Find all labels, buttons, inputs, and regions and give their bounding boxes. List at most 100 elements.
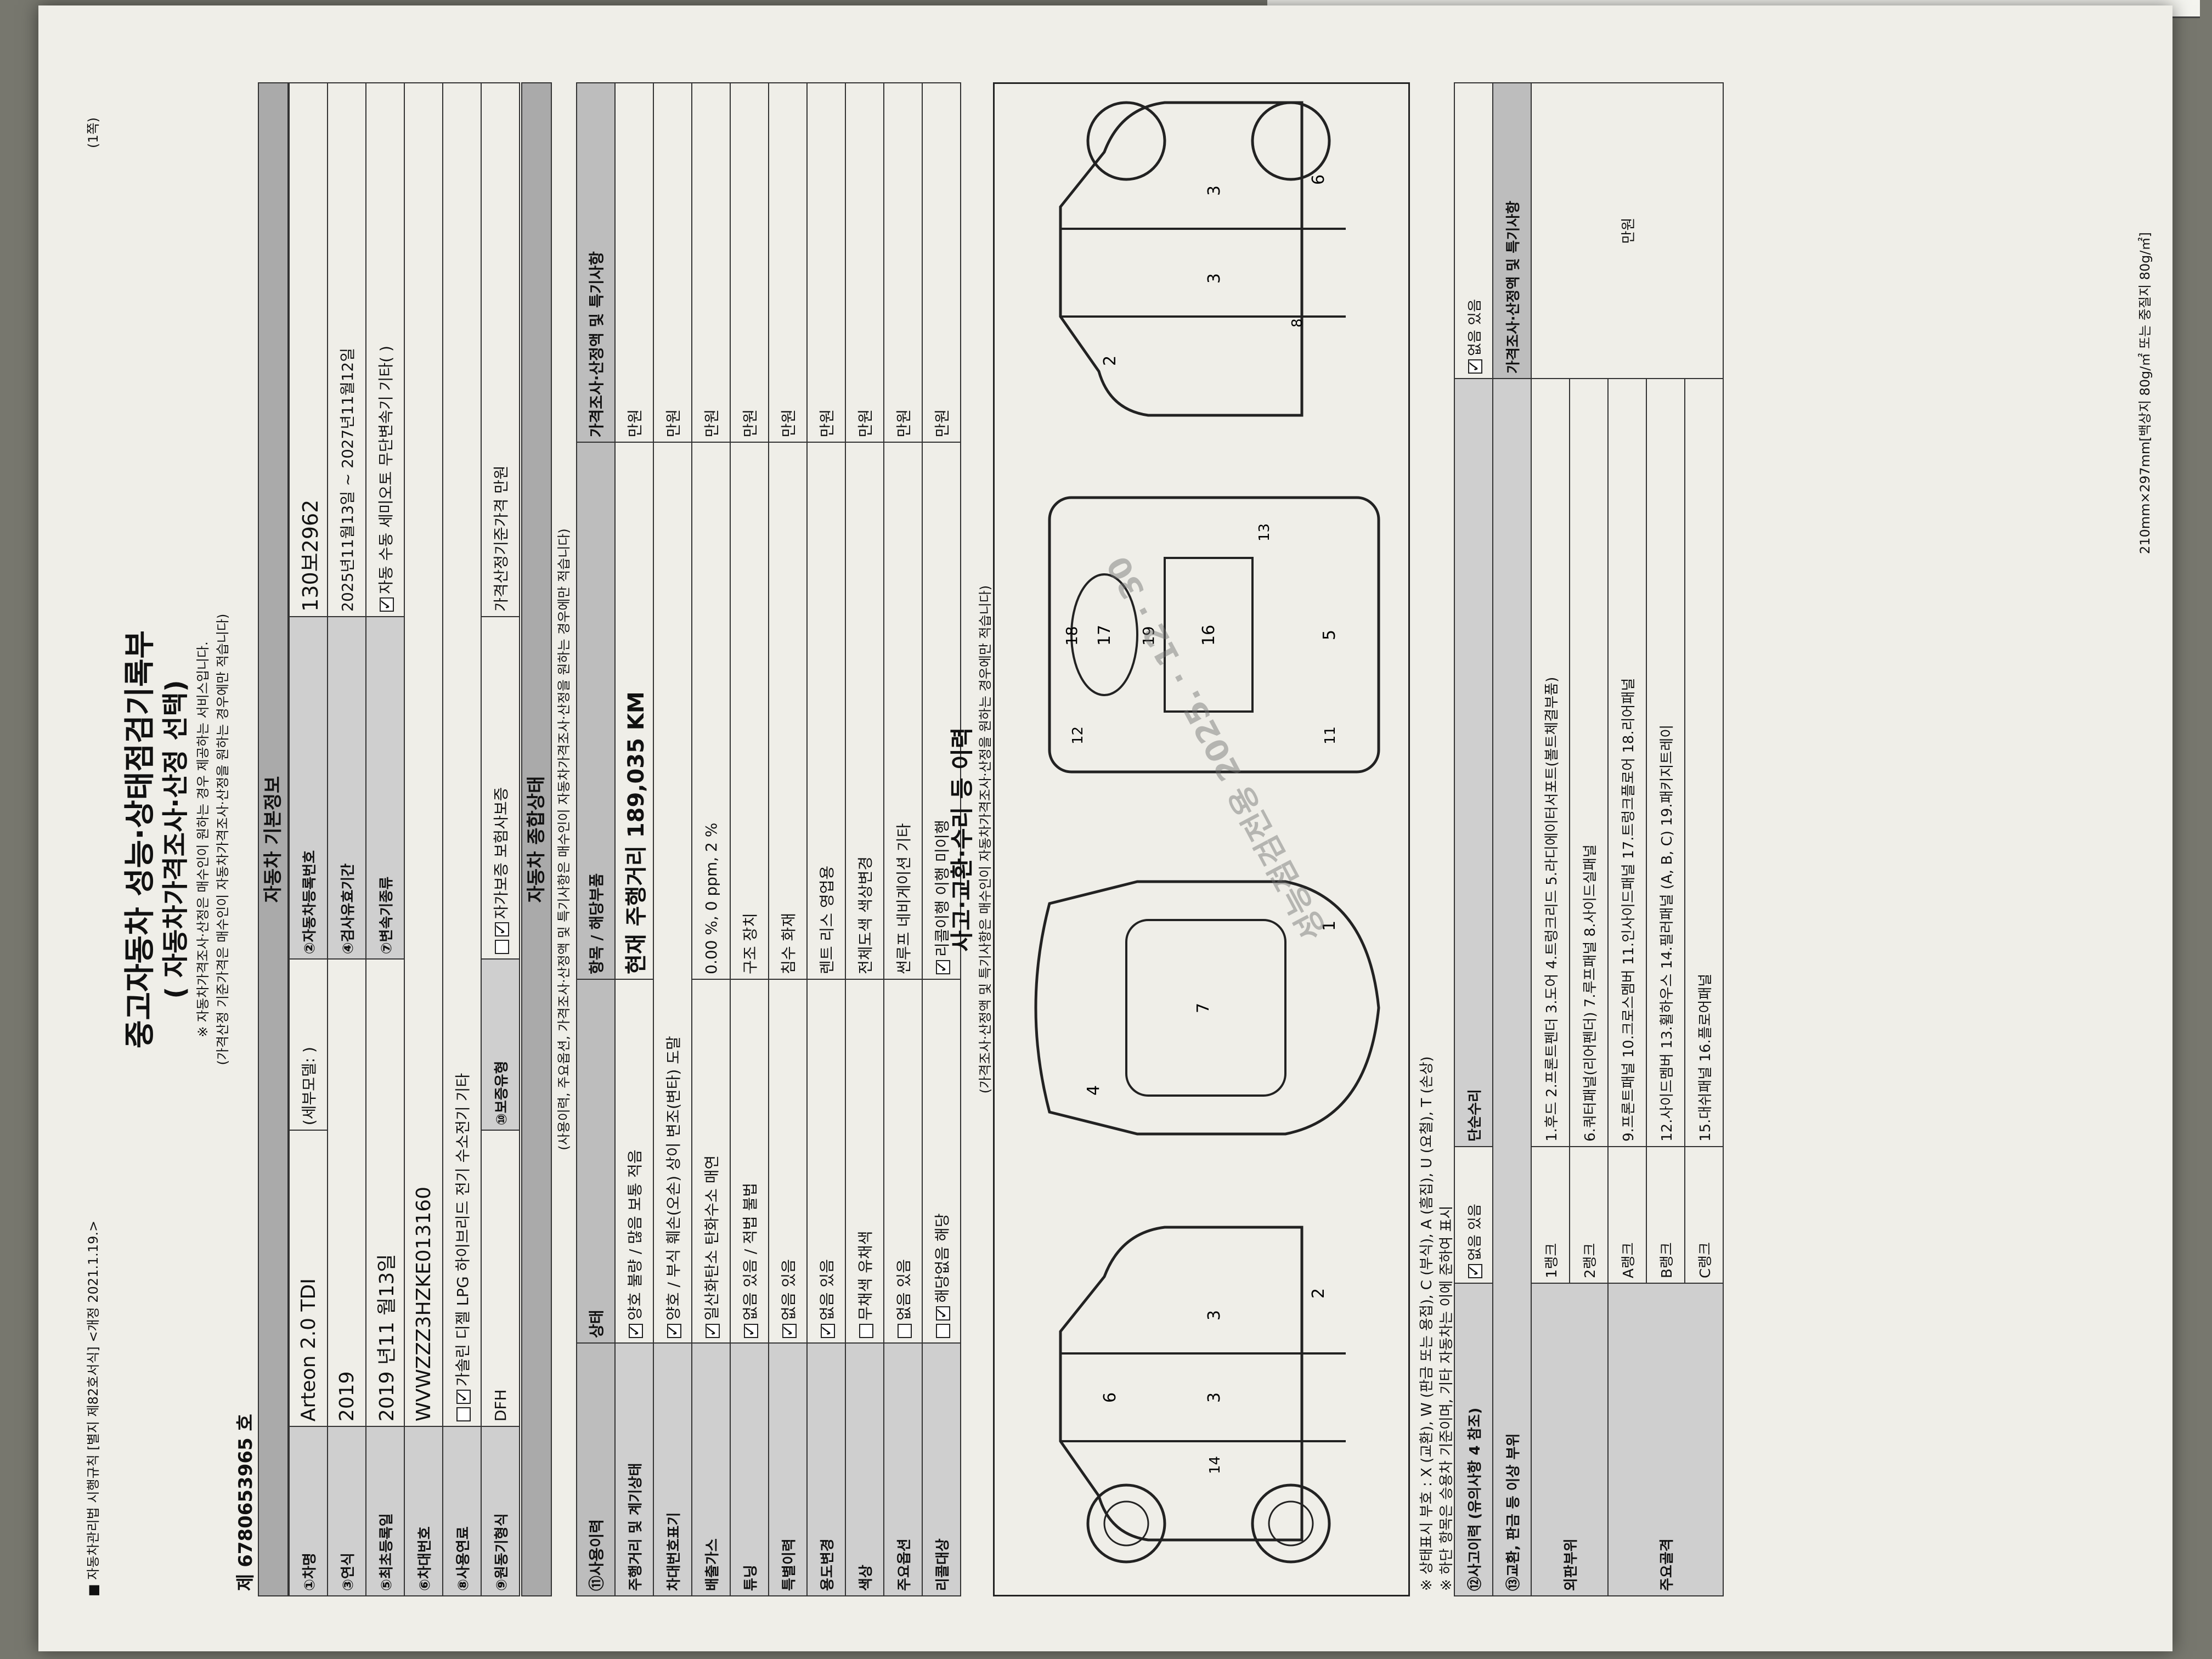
diagram-num-4: 4 [1084,1085,1103,1096]
value-model: Arteon 2.0 TDI [289,1130,328,1427]
diagram-num-3c: 3 [1205,273,1224,284]
cond-label-color: 색상 [845,1342,884,1596]
cond-opts-odometer: 양호 불량 / 많음 보통 적음 [615,979,653,1343]
basic-info-title: 자동차 기본정보 [258,82,289,1596]
accident-none-checkbox[interactable] [1468,1264,1482,1279]
simple-repair-answer: 없음 있음 [1454,83,1493,379]
condition-title: 자동차 종합상태 [521,82,552,1596]
label-inspection-valid: ④검사유효기간 [328,616,366,960]
diagram-num-2a: 2 [1309,1288,1328,1299]
emission-values: 0.00 %, 0 ppm, 2 % [692,442,730,979]
price-vin-mark: 만원 [653,83,692,443]
cond-label-tuning: 튜닝 [730,1342,769,1596]
diagram-num-6: 6 [1101,1392,1120,1403]
current-mileage: 현재 주행거리 189,035 KM [615,442,653,979]
warranty-self-checkbox[interactable] [495,940,509,955]
odometer-good-checkbox[interactable] [629,1323,643,1338]
color-achromatic-checkbox[interactable] [859,1323,873,1338]
fuel-gasoline-checkbox[interactable] [456,1407,471,1422]
label-fuel: ⑧사용연료 [443,1426,481,1596]
condition-head-price: 가격조사·산정액 및 특기사항 [577,83,615,443]
price-tuning: 만원 [730,83,769,443]
diagram-num-13: 13 [1256,523,1273,541]
options-items: 썬루프 네비게이션 기타 [884,442,922,979]
label-year: ③연식 [328,1426,366,1596]
cond-opts-emission: 일산화탄소 탄화수소 매연 [692,979,730,1343]
rank-2-items: 6.쿼터패널(리어펜더) 7.루프패널 8.사이드실패널 [1570,378,1608,1147]
car-right-side-diagram: 2 3 3 6 8 [1059,101,1346,417]
cond-opts-special: 없음 있음 [769,979,807,1343]
rank-2-label: 2랭크 [1570,1146,1608,1284]
outer-panel-label: 외판부위 [1531,1283,1608,1596]
options-none-checkbox[interactable] [898,1323,912,1338]
label-first-reg: ⑤최초등록일 [366,1426,404,1596]
diagram-num-19: 19 [1139,626,1158,646]
usage-none-checkbox[interactable] [821,1323,835,1338]
value-inspection-valid: 2025년11월13일 ~ 2027년11월12일 [328,83,366,617]
accident-legend: ※ 상태표시 부호 : X (교환), W (판금 또는 용접), C (부식)… [1419,1056,1435,1591]
label-vin: ⑥차대번호 [404,1426,443,1596]
cond-label-special: 특별이력 [769,1342,807,1596]
inspection-record-document: ■ 자동차관리법 시행규칙 [별지 제82호서식] <개정 2021.1.19.… [82,82,2156,1596]
cond-opts-color: 무채색 유채색 [845,979,884,1343]
accident-history-answer: 없음 있음 [1454,1146,1493,1284]
rank-a-items: 9.프론트패널 10.크로스멤버 11.인사이드패널 17.트렁크플로어 18.… [1608,378,1646,1147]
condition-head-state: 상태 [577,979,615,1343]
tuning-none-checkbox[interactable] [744,1323,758,1338]
page-label: (1쪽) [86,117,101,148]
paper-sheet: ■ 자동차관리법 시행규칙 [별지 제82호서식] <개정 2021.1.19.… [38,5,2172,1651]
car-top-diagram: 4 7 1 [1034,880,1380,1136]
damage-diagram-panel: 6 3 3 2 14 4 7 1 17 [993,82,1410,1596]
value-warranty: 자가보증 보험사보증 [481,616,520,960]
special-items: 침수 화재 [769,442,807,979]
cond-opts-vin-mark: 양호 / 부식 훼손(오손) 상이 변조(변타) 도말 [653,442,692,1343]
condition-head-history: ⑪사용이력 [577,1342,615,1596]
rank-a-label: A랭크 [1608,1146,1646,1284]
rank-b-items: 12.사이드멤버 13.휠하우스 14.필러패널 (A, B, C) 19.패키… [1646,378,1685,1147]
vin-mark-good-checkbox[interactable] [667,1323,681,1338]
diagram-num-3b: 3 [1205,1310,1224,1321]
tuning-items: 구조 장치 [730,442,769,979]
damage-price-head: 가격조사·산정액 및 특기사항 [1493,83,1531,379]
cond-opts-tuning: 없음 있음 / 적법 불법 [730,979,769,1343]
cond-label-options: 주요옵션 [884,1342,922,1596]
fuel-diesel-checkbox[interactable] [456,1390,471,1404]
diagram-num-18: 18 [1063,626,1081,646]
car-frame-diagram: 17 18 19 16 5 12 11 13 [1048,496,1380,774]
doc-title: 중고자동차 성능·상태점검기록부 [122,630,158,1049]
diagram-num-14a: 14 [1207,1456,1223,1474]
diagram-num-2b: 2 [1101,356,1120,366]
special-none-checkbox[interactable] [782,1323,797,1338]
accident-history-label: ⑫사고이력 (유의사항 4 참조) [1454,1283,1493,1596]
label-transmission: ⑦변속기종류 [366,616,404,960]
emission-smoke-checkbox[interactable] [706,1323,720,1338]
repair-none-checkbox[interactable] [1468,359,1482,374]
accident-note: (가격조사·산정액 및 특기사항은 매수인이 자동차가격조사·산정을 원하는 경… [978,585,993,1094]
price-special: 만원 [769,83,807,443]
rank-b-label: B랭크 [1646,1146,1685,1284]
transmission-auto-checkbox[interactable] [380,597,394,612]
diagram-num-8: 8 [1289,318,1306,328]
warranty-insurer-checkbox[interactable] [495,922,509,937]
cond-label-vin-mark: 차대번호표기 [653,1342,692,1596]
value-vin: WVWZZZ3HZKE013160 [404,83,443,1427]
car-left-side-diagram: 6 3 3 2 14 [1059,1226,1346,1564]
diagram-num-16: 16 [1199,625,1218,646]
accident-legend2: ※ 하단 항목은 승용차 기준이며, 기타 자동차는 이에 준하여 표시 [1438,1205,1455,1591]
main-frame-label: 주요골격 [1608,1283,1723,1596]
price-color: 만원 [845,83,884,443]
cond-opts-options: 없음 있음 [884,979,922,1343]
doc-subnote: (가격산정 기준가격은 매수인이 자동차가격조사·산정을 원하는 경우에만 적습… [215,613,230,1065]
law-reference: ■ 자동차관리법 시행규칙 [별지 제82호서식] <개정 2021.1.19.… [86,1220,101,1596]
price-usage: 만원 [807,83,845,443]
accident-table: ⑫사고이력 (유의사항 4 참조) 없음 있음 단순수리 없음 있음 ⑬교환, … [1454,82,1724,1596]
simple-repair-label: 단순수리 [1454,378,1493,1147]
doc-note: ※ 자동차가격조사·산정은 매수인이 원하는 경우 제공하는 서비스입니다. [195,641,211,1037]
damage-price-value: 만원 [1531,83,1723,379]
cond-label-usage: 용도변경 [807,1342,845,1596]
diagram-num-1: 1 [1320,921,1339,931]
usage-items: 렌트 리스 영업용 [807,442,845,979]
condition-head-item: 항목 / 해당부품 [577,442,615,979]
rank-c-items: 15.대쉬패널 16.플로어패널 [1685,378,1723,1147]
